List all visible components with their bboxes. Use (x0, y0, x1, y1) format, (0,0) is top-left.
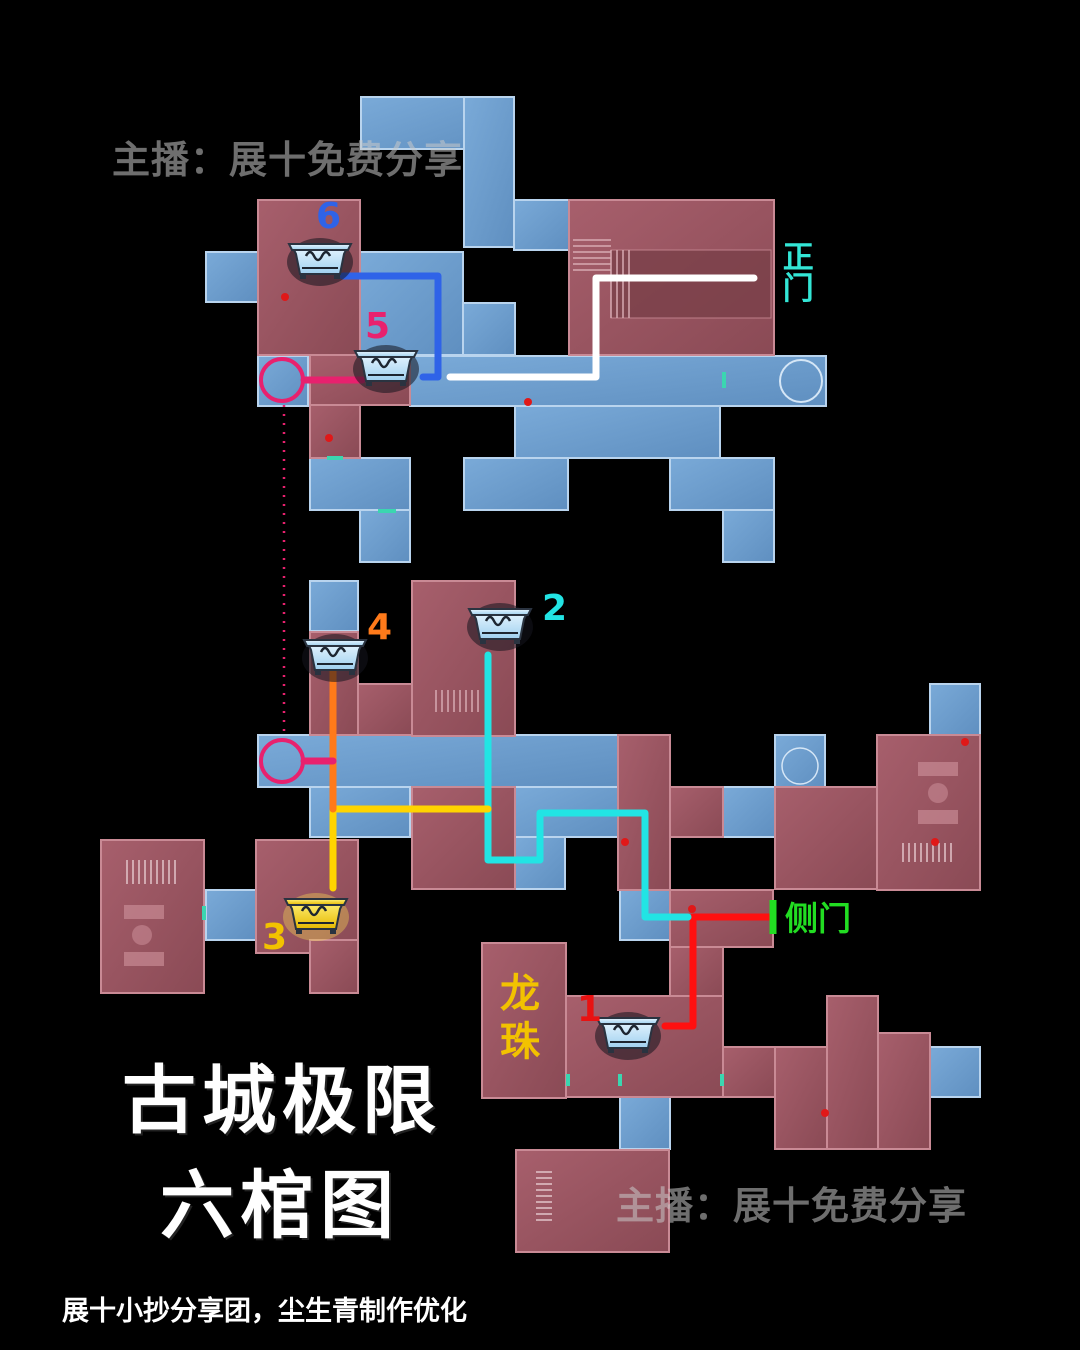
coffin-number-4: 4 (367, 607, 393, 648)
room (462, 302, 516, 356)
route-1 (661, 913, 774, 1030)
map-title-line-1: 古城极限 (122, 1058, 442, 1144)
room (669, 457, 775, 511)
floor-mark (918, 762, 958, 776)
route-2 (484, 651, 692, 921)
coffin-number-5: 5 (365, 306, 391, 347)
routes (300, 272, 777, 1030)
floor-mark (918, 810, 958, 824)
room (722, 786, 776, 838)
room (359, 509, 411, 563)
room-details (124, 239, 969, 1221)
room (309, 939, 359, 994)
room (929, 1046, 981, 1098)
watermark: 主播：展十免费分享 (112, 138, 464, 182)
room (722, 509, 775, 563)
dragon-pearl-label: 龙珠 (500, 971, 540, 1065)
room (514, 405, 721, 459)
coffin-3-icon (283, 893, 349, 941)
coffin-number-2: 2 (542, 588, 568, 629)
stair-ring (259, 357, 305, 403)
spiral-stair (781, 747, 819, 785)
door-marks (202, 372, 726, 1086)
room (515, 1149, 670, 1253)
stair-ring (259, 738, 305, 784)
stairs (536, 1171, 552, 1221)
room (309, 580, 359, 632)
coffin-number-6: 6 (316, 196, 342, 237)
room (309, 457, 411, 511)
floor-mark (124, 952, 164, 966)
main-gate-label: 正门 (782, 240, 814, 307)
route-6 (339, 272, 442, 381)
room (309, 404, 361, 459)
coffins (283, 238, 661, 1060)
stairs (126, 860, 176, 884)
room (826, 995, 879, 1150)
route-entry (446, 274, 758, 381)
room (669, 786, 724, 838)
map-title-line-2: 六棺图 (160, 1163, 400, 1249)
room (877, 1032, 931, 1150)
room (255, 839, 359, 954)
coffin-6-icon (287, 238, 353, 286)
coffin-4-icon (302, 634, 368, 682)
room (463, 457, 569, 511)
room (409, 355, 827, 407)
room (513, 199, 570, 251)
room (463, 96, 515, 248)
coffin-2-icon (467, 603, 533, 651)
stairs (573, 239, 630, 318)
coffin-5-icon (353, 345, 419, 393)
room (619, 1096, 671, 1150)
blue-rooms (205, 96, 981, 1150)
room (774, 786, 878, 890)
stairs (435, 690, 479, 712)
room (357, 683, 413, 736)
room (205, 889, 257, 941)
room (722, 1046, 776, 1098)
coffin-number-3: 3 (262, 917, 288, 958)
coffin-number-1: 1 (577, 989, 603, 1030)
room (929, 683, 981, 737)
floor-mark (124, 905, 164, 919)
floor-mark (132, 925, 152, 945)
room (411, 786, 516, 890)
room (257, 355, 309, 407)
floor-mark (928, 783, 948, 803)
stair-area (610, 249, 772, 319)
stairs (902, 843, 952, 862)
room (774, 1046, 828, 1150)
credit-text: 展十小抄分享团，尘生青制作优化 (62, 1296, 467, 1327)
room (205, 251, 259, 303)
red-markers (281, 293, 969, 1117)
watermark: 主播：展十免费分享 (616, 1184, 968, 1228)
side-gate-label: 侧门 (785, 899, 851, 938)
spiral-stair (779, 359, 823, 403)
room (100, 839, 205, 994)
coffin-1-icon (595, 1012, 661, 1060)
